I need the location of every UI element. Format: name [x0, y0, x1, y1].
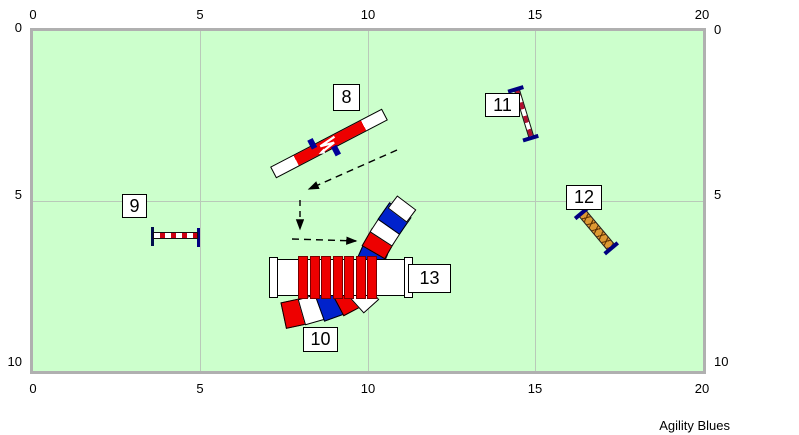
obstacle-number-11[interactable]: 11 — [485, 93, 520, 117]
tunnel-13-left-cap — [269, 257, 278, 298]
jump-9-striped-pole — [153, 232, 198, 239]
axis-tick-bottom-15: 15 — [527, 381, 543, 396]
obstacle-number-12[interactable]: 12 — [566, 185, 602, 210]
axis-tick-bottom-10: 10 — [360, 381, 376, 396]
path-arrow-3 — [291, 236, 358, 245]
axis-tick-top-10: 10 — [360, 7, 376, 22]
axis-tick-top-5: 5 — [196, 7, 204, 22]
axis-tick-bottom-5: 5 — [196, 381, 204, 396]
axis-tick-bottom-20: 20 — [694, 381, 710, 396]
path-arrow-1 — [307, 149, 398, 190]
obstacle-tunnel-straight[interactable] — [269, 256, 413, 299]
obstacle-number-9[interactable]: 9 — [122, 194, 147, 218]
grid-line-horizontal-5 — [33, 201, 703, 202]
obstacle-seesaw[interactable] — [270, 108, 388, 179]
jump-9-right-upright — [197, 228, 200, 247]
axis-tick-top-15: 15 — [527, 7, 543, 22]
tunnel-13-red-band — [367, 256, 377, 299]
axis-tick-top-0: 0 — [29, 7, 37, 22]
axis-tick-right-5: 5 — [714, 187, 722, 202]
course-name: Agility Blues — [659, 418, 730, 433]
obstacle-number-13[interactable]: 13 — [408, 264, 451, 293]
tunnel-13-red-band — [298, 256, 308, 299]
tunnel-13-red-band — [321, 256, 331, 299]
axis-tick-left-0: 0 — [14, 20, 22, 35]
axis-tick-top-20: 20 — [694, 7, 710, 22]
axis-tick-right-10: 10 — [714, 354, 729, 369]
tunnel-13-red-band — [356, 256, 366, 299]
obstacle-number-8[interactable]: 8 — [333, 84, 360, 111]
obstacle-number-10[interactable]: 10 — [303, 327, 338, 352]
seesaw-slat-mark-icon — [318, 135, 336, 154]
axis-tick-left-10: 10 — [7, 354, 22, 369]
axis-tick-left-5: 5 — [14, 187, 22, 202]
tunnel-13-red-band — [333, 256, 343, 299]
obstacle-jump-9[interactable] — [151, 227, 201, 247]
axis-tick-bottom-0: 0 — [29, 381, 37, 396]
tunnel-13-red-band — [310, 256, 320, 299]
jump-9-left-upright — [151, 227, 154, 246]
axis-tick-right-0: 0 — [714, 22, 722, 37]
tunnel-13-red-band — [344, 256, 354, 299]
